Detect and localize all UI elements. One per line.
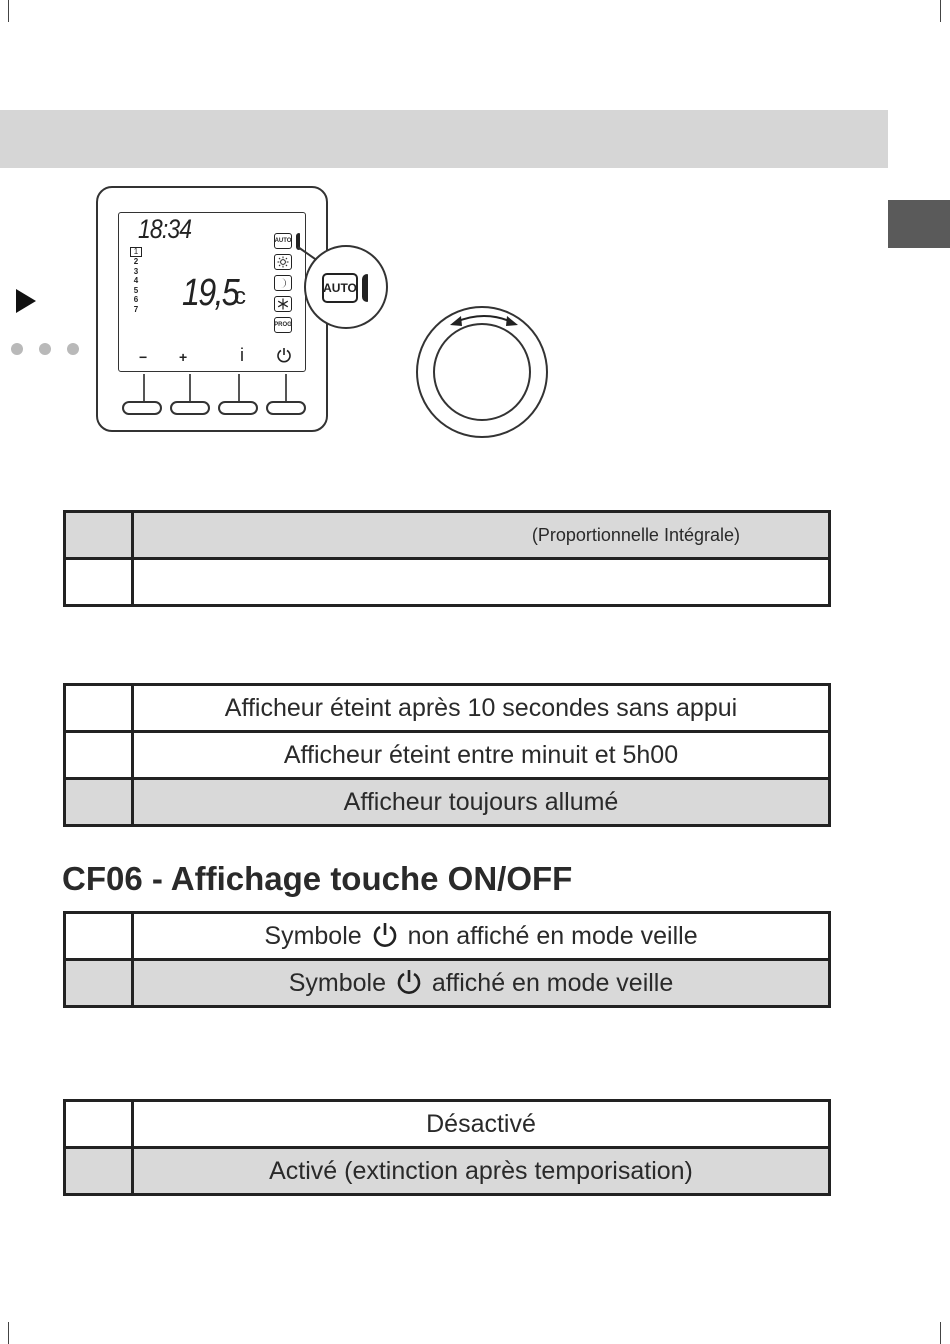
key-leader-line bbox=[189, 374, 191, 402]
day-indicator: 2 bbox=[133, 257, 139, 266]
mode-icons: AUTO PROG bbox=[274, 233, 294, 338]
degree-symbol: ° bbox=[235, 276, 240, 290]
snowflake-icon bbox=[274, 296, 292, 312]
option-text: Symbole non affiché en mode veille bbox=[131, 911, 831, 961]
table-row: Afficheur éteint entre minuit et 5h00 bbox=[63, 730, 831, 780]
header-band bbox=[0, 110, 888, 168]
rotary-knob-center bbox=[433, 323, 531, 421]
step-dot bbox=[67, 343, 79, 355]
rotate-arrows-icon bbox=[450, 315, 518, 326]
regulation-options-table: (Proportionnelle Intégrale) bbox=[63, 510, 831, 607]
power-icon bbox=[397, 970, 421, 994]
day-indicator: 1 bbox=[130, 247, 142, 257]
power-button[interactable] bbox=[266, 401, 306, 415]
option-text: Afficheur éteint entre minuit et 5h00 bbox=[131, 730, 831, 780]
table-row bbox=[63, 557, 831, 607]
zoom-selector-marker bbox=[362, 274, 368, 302]
extinction-options-table: Désactivé Activé (extinction après tempo… bbox=[63, 1099, 831, 1196]
option-text: Afficheur éteint après 10 secondes sans … bbox=[131, 683, 831, 733]
prog-mode-icon: PROG bbox=[274, 317, 292, 333]
option-number bbox=[63, 1099, 134, 1149]
option-number bbox=[63, 777, 134, 827]
table-row: Afficheur éteint après 10 secondes sans … bbox=[63, 683, 831, 733]
step-dots bbox=[11, 343, 79, 355]
minus-key-label: − bbox=[139, 349, 148, 365]
power-key-icon bbox=[276, 347, 292, 366]
crop-mark-bottom-left bbox=[8, 1322, 9, 1344]
table-row: (Proportionnelle Intégrale) bbox=[63, 510, 831, 560]
crop-mark-top-right bbox=[940, 0, 941, 22]
option-text bbox=[131, 557, 831, 607]
plus-button[interactable] bbox=[170, 401, 210, 415]
step-dot bbox=[11, 343, 23, 355]
option-text: Symbole affiché en mode veille bbox=[131, 958, 831, 1008]
option-text: Activé (extinction après temporisation) bbox=[131, 1146, 831, 1196]
option-number bbox=[63, 510, 134, 560]
zoom-auto-icon: AUTO bbox=[322, 273, 358, 303]
table-row: Activé (extinction après temporisation) bbox=[63, 1146, 831, 1196]
day-indicator: 3 bbox=[133, 266, 139, 276]
table-row: Désactivé bbox=[63, 1099, 831, 1149]
day-indicators: 1 2 3 4 5 6 7 bbox=[130, 247, 142, 314]
option-number bbox=[63, 1146, 134, 1196]
option-number bbox=[63, 730, 134, 780]
power-icon bbox=[373, 923, 396, 947]
option-text: Désactivé bbox=[131, 1099, 831, 1149]
moon-icon bbox=[274, 275, 292, 291]
rotary-knob[interactable] bbox=[416, 306, 548, 438]
table-row: Symbole non affiché en mode veille bbox=[63, 911, 831, 961]
day-indicator: 7 bbox=[133, 304, 139, 314]
crop-mark-top-left bbox=[8, 0, 9, 22]
lcd-unit: c bbox=[234, 283, 246, 310]
key-leader-line bbox=[285, 374, 287, 402]
option-text: (Proportionnelle Intégrale) bbox=[131, 510, 831, 560]
option-number bbox=[63, 911, 134, 961]
table-row: Afficheur toujours allumé bbox=[63, 777, 831, 827]
option-number bbox=[63, 557, 134, 607]
option-text-before: Symbole bbox=[264, 922, 362, 950]
step-dot bbox=[39, 343, 51, 355]
lcd-time: 18:34 bbox=[138, 214, 192, 244]
play-arrow-icon bbox=[16, 289, 36, 313]
auto-mode-icon: AUTO bbox=[274, 233, 292, 249]
day-indicator: 6 bbox=[133, 295, 139, 304]
key-leader-line bbox=[238, 374, 240, 402]
option-text-before: Symbole bbox=[288, 969, 386, 997]
cf06-options-table: Symbole non affiché en mode veille Symbo… bbox=[63, 911, 831, 1008]
chapter-tab bbox=[888, 200, 950, 248]
option-text-after: non affiché en mode veille bbox=[407, 922, 698, 950]
info-button[interactable] bbox=[218, 401, 258, 415]
section-title: CF06 - Affichage touche ON/OFF bbox=[62, 860, 573, 897]
option-text-after: affiché en mode veille bbox=[431, 969, 674, 997]
info-key-label: i bbox=[240, 345, 244, 365]
option-number bbox=[63, 958, 134, 1008]
pi-note: (Proportionnelle Intégrale) bbox=[531, 524, 740, 545]
crop-mark-bottom-right bbox=[940, 1322, 941, 1344]
lcd-temperature: 19,5 bbox=[182, 272, 240, 314]
sun-icon bbox=[274, 254, 292, 270]
mode-selector-marker bbox=[296, 233, 300, 250]
table-row: Symbole affiché en mode veille bbox=[63, 958, 831, 1008]
plus-key-label: + bbox=[179, 349, 188, 365]
key-leader-line bbox=[143, 374, 145, 402]
day-indicator: 5 bbox=[133, 285, 139, 295]
option-number bbox=[63, 683, 134, 733]
display-options-table: Afficheur éteint après 10 secondes sans … bbox=[63, 683, 831, 827]
day-indicator: 4 bbox=[133, 276, 139, 285]
option-text: Afficheur toujours allumé bbox=[131, 777, 831, 827]
minus-button[interactable] bbox=[122, 401, 162, 415]
